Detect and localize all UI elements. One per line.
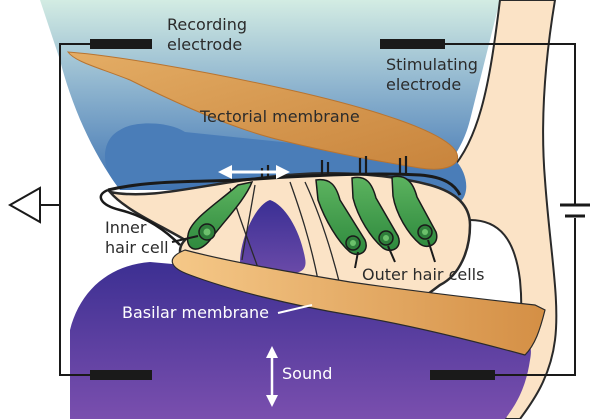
recording-electrode-top <box>90 39 152 49</box>
basilar-membrane-label: Basilar membrane <box>122 303 269 322</box>
recording-electrode-label: Recording electrode <box>167 15 252 54</box>
sound-label: Sound <box>282 364 332 383</box>
shear-arrow-icon <box>218 165 290 179</box>
reticular-lamina <box>107 172 462 196</box>
stereocilia <box>260 156 408 178</box>
basilar-pointer <box>277 304 313 314</box>
inner-hair-cell <box>186 180 254 250</box>
tunnel-of-corti <box>240 200 306 274</box>
amplifier-icon <box>7 186 60 224</box>
inner-hair-cell-label: Inner hair cell <box>105 218 169 257</box>
outer-hair-cells-label: Outer hair cells <box>362 265 484 284</box>
sound-arrow-icon <box>266 346 278 407</box>
stimulating-electrode-top <box>380 39 445 49</box>
stimulating-electrode-bottom <box>430 370 495 380</box>
tectorial-membrane-label: Tectorial membrane <box>199 107 360 126</box>
circuit-wires <box>59 43 576 376</box>
lower-fluid-region <box>70 262 531 419</box>
outer-hair-cell-3 <box>391 175 438 248</box>
outer-hair-cells <box>315 175 438 256</box>
limbus-outline <box>99 188 181 246</box>
outer-hair-cell-1 <box>315 178 367 256</box>
battery-icon <box>560 203 590 218</box>
outer-hair-cell-2 <box>351 176 400 252</box>
label-pointers <box>171 235 436 269</box>
basilar-membrane <box>171 249 546 356</box>
tectorial-membrane <box>66 51 458 170</box>
recording-electrode-bottom <box>90 370 152 380</box>
stimulating-electrode-label: Stimulating electrode <box>386 55 483 94</box>
